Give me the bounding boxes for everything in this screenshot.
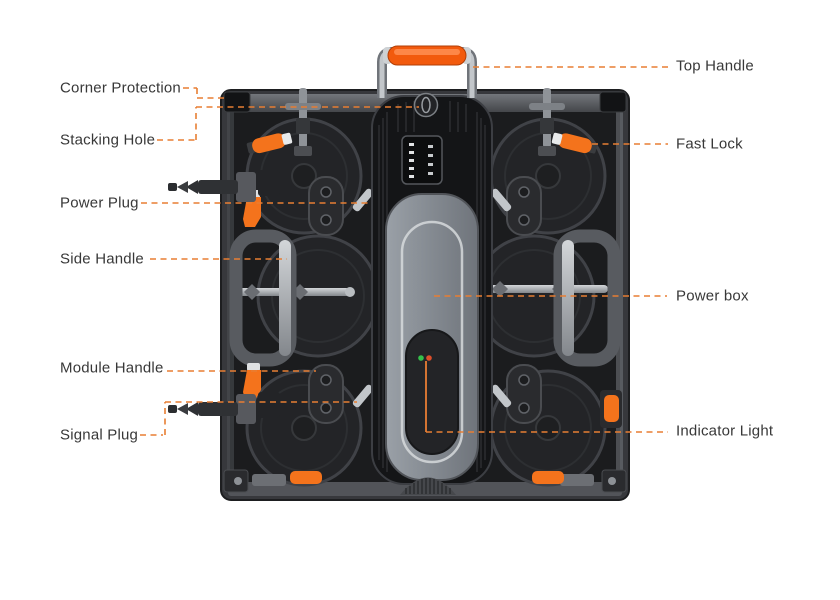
screw-plates xyxy=(308,176,542,424)
module-handle-lower xyxy=(243,363,261,400)
module-hubs xyxy=(291,163,561,441)
label-stacking-hole: Stacking Hole xyxy=(60,131,156,149)
label-signal-plug: Signal Plug xyxy=(60,426,139,444)
power-plug-connector xyxy=(168,170,280,202)
power-box-graphic xyxy=(371,95,493,485)
label-power-plug: Power Plug xyxy=(60,194,139,212)
fast-lock-left xyxy=(246,132,293,154)
label-side-handle: Side Handle xyxy=(60,250,144,268)
top-handle-graphic xyxy=(377,45,477,98)
latch-clips xyxy=(352,188,512,408)
corner-protection-block xyxy=(599,91,627,113)
label-module-handle: Module Handle xyxy=(60,359,164,377)
label-top-handle: Top Handle xyxy=(676,57,754,75)
indicator-led-green xyxy=(418,355,424,361)
stacking-pin-right xyxy=(529,88,565,156)
bottom-clips xyxy=(252,471,594,486)
label-power-box: Power box xyxy=(676,287,749,305)
stacking-hole-emblem xyxy=(413,92,439,118)
right-edge-clip xyxy=(600,390,622,428)
indicator-led-red xyxy=(426,355,432,361)
stacking-pin-left xyxy=(285,88,321,156)
label-indicator-light: Indicator Light xyxy=(676,422,774,440)
power-connector-socket xyxy=(401,135,443,185)
side-handle-left xyxy=(229,229,297,367)
label-corner-protection: Corner Protection xyxy=(60,79,181,97)
bottom-vent xyxy=(400,477,456,495)
side-handle-right xyxy=(553,229,621,367)
label-fast-lock: Fast Lock xyxy=(676,135,743,153)
